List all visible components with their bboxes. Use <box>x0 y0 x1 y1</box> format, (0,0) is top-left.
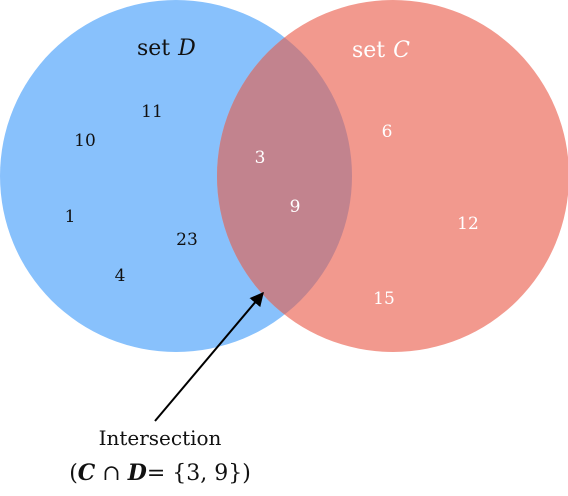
set-d-member: 23 <box>176 230 198 250</box>
set-c-member: 12 <box>457 214 479 234</box>
set-d-member: 11 <box>141 102 163 122</box>
intersection-member: 9 <box>290 197 301 217</box>
set-c-member: 6 <box>382 122 393 142</box>
intersection-region <box>217 0 352 352</box>
annotation-label: Intersection <box>98 426 222 450</box>
set-d-member: 10 <box>74 131 96 151</box>
set-d-member: 4 <box>115 266 126 286</box>
annotation-arrow <box>154 291 264 422</box>
set-d-member: 1 <box>65 207 76 227</box>
set-c-member: 15 <box>373 289 395 309</box>
annotation-formula: (C ∩ D= {3, 9}) <box>69 460 251 486</box>
intersection-member: 3 <box>255 148 266 168</box>
